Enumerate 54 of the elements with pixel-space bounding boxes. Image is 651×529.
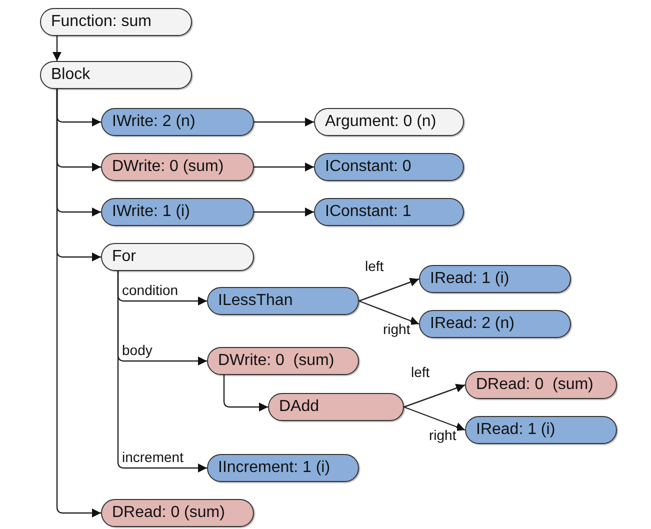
node-pill xyxy=(465,371,617,399)
arrow xyxy=(52,36,62,61)
node-pill xyxy=(40,61,192,89)
node-label: DWrite: 0 (sum) xyxy=(112,157,224,177)
node-label: For xyxy=(112,247,136,267)
arrow xyxy=(358,278,420,302)
node-pill xyxy=(314,153,464,181)
edge-label: left xyxy=(364,259,385,274)
node-pill xyxy=(207,287,359,315)
edge-label: right xyxy=(382,322,412,337)
node-label: DRead: 0 (sum) xyxy=(112,503,225,523)
node-pill xyxy=(101,108,254,136)
node-label: IConstant: 0 xyxy=(325,157,412,177)
node-pill xyxy=(40,8,192,36)
node-pill xyxy=(101,198,254,226)
node-pill xyxy=(101,153,254,181)
arrow xyxy=(254,118,314,126)
edge-label: increment xyxy=(121,450,184,465)
arrow xyxy=(254,208,314,216)
node-pill xyxy=(465,416,617,444)
node-pill xyxy=(101,243,254,271)
arrow xyxy=(117,271,207,472)
node-pill xyxy=(419,265,571,293)
node-label: IWrite: 1 (i) xyxy=(112,202,190,222)
node-pill xyxy=(314,108,464,136)
node-pill xyxy=(314,198,464,226)
edge-label: body xyxy=(121,343,154,358)
arrow xyxy=(56,89,101,518)
node-pill xyxy=(101,499,254,527)
edge-label: condition xyxy=(121,283,180,298)
node-label: IConstant: 1 xyxy=(325,202,412,222)
node-label: IRead: 1 (i) xyxy=(476,420,556,440)
node-label: Function: sum xyxy=(51,12,152,32)
arrow xyxy=(223,375,268,412)
node-label: IRead: 2 (n) xyxy=(430,314,514,334)
node-label: IWrite: 2 (n) xyxy=(112,112,196,132)
arrow xyxy=(404,406,466,432)
arrow xyxy=(404,384,466,408)
arrow xyxy=(254,162,314,172)
node-label: DWrite: 0 (sum) xyxy=(218,351,334,371)
node-pill xyxy=(207,347,359,375)
node-label: DRead: 0 (sum) xyxy=(476,375,594,395)
node-pill xyxy=(419,310,571,338)
arrow xyxy=(358,300,420,325)
node-label: Block xyxy=(51,65,90,85)
node-pill xyxy=(207,454,359,482)
node-label: IRead: 1 (i) xyxy=(430,269,510,289)
node-label: IIncrement: 1 (i) xyxy=(218,458,330,478)
node-label: Argument: 0 (n) xyxy=(325,112,436,132)
edge-label: left xyxy=(410,365,431,380)
node-pill xyxy=(268,393,404,421)
node-label: ILessThan xyxy=(218,291,293,311)
edge-label: right xyxy=(428,428,458,443)
node-label: DAdd xyxy=(279,397,320,417)
